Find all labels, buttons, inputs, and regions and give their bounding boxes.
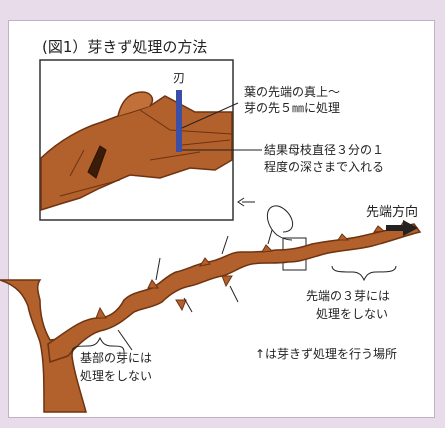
note-depth-line-2: 程度の深さまで入れる [264,159,384,174]
tip-buds-note-line-1: 先端の３芽には [306,289,390,303]
legend-note: ↑は芽きず処理を行う場所 [255,347,397,361]
note-depth-line-1: 結果母枝直径３分の１ [264,142,384,157]
note-position-line-1: 葉の先端の真上～ [244,85,340,99]
tip-direction-arrow [386,220,418,236]
inset-branch [40,91,233,212]
zoom-connector [237,197,294,241]
leader-line-position [181,102,239,129]
base-buds-brace [71,336,125,353]
base-buds-note-line-2: 処理をしない [80,369,152,383]
tip-buds-brace [331,265,397,282]
main-branch [0,220,422,413]
treatment-markers [117,229,273,351]
base-buds-note-line-1: 基部の芽には [80,350,152,365]
blade-label: 刃 [173,71,185,85]
tip-direction-label: 先端方向 [366,204,418,220]
note-position-line-2: 芽の先５㎜に処理 [244,101,340,115]
figure-title: (図1）芽きず処理の方法 [42,38,207,56]
tip-buds-note-line-2: 処理をしない [316,307,388,321]
blade-shape [176,90,182,152]
